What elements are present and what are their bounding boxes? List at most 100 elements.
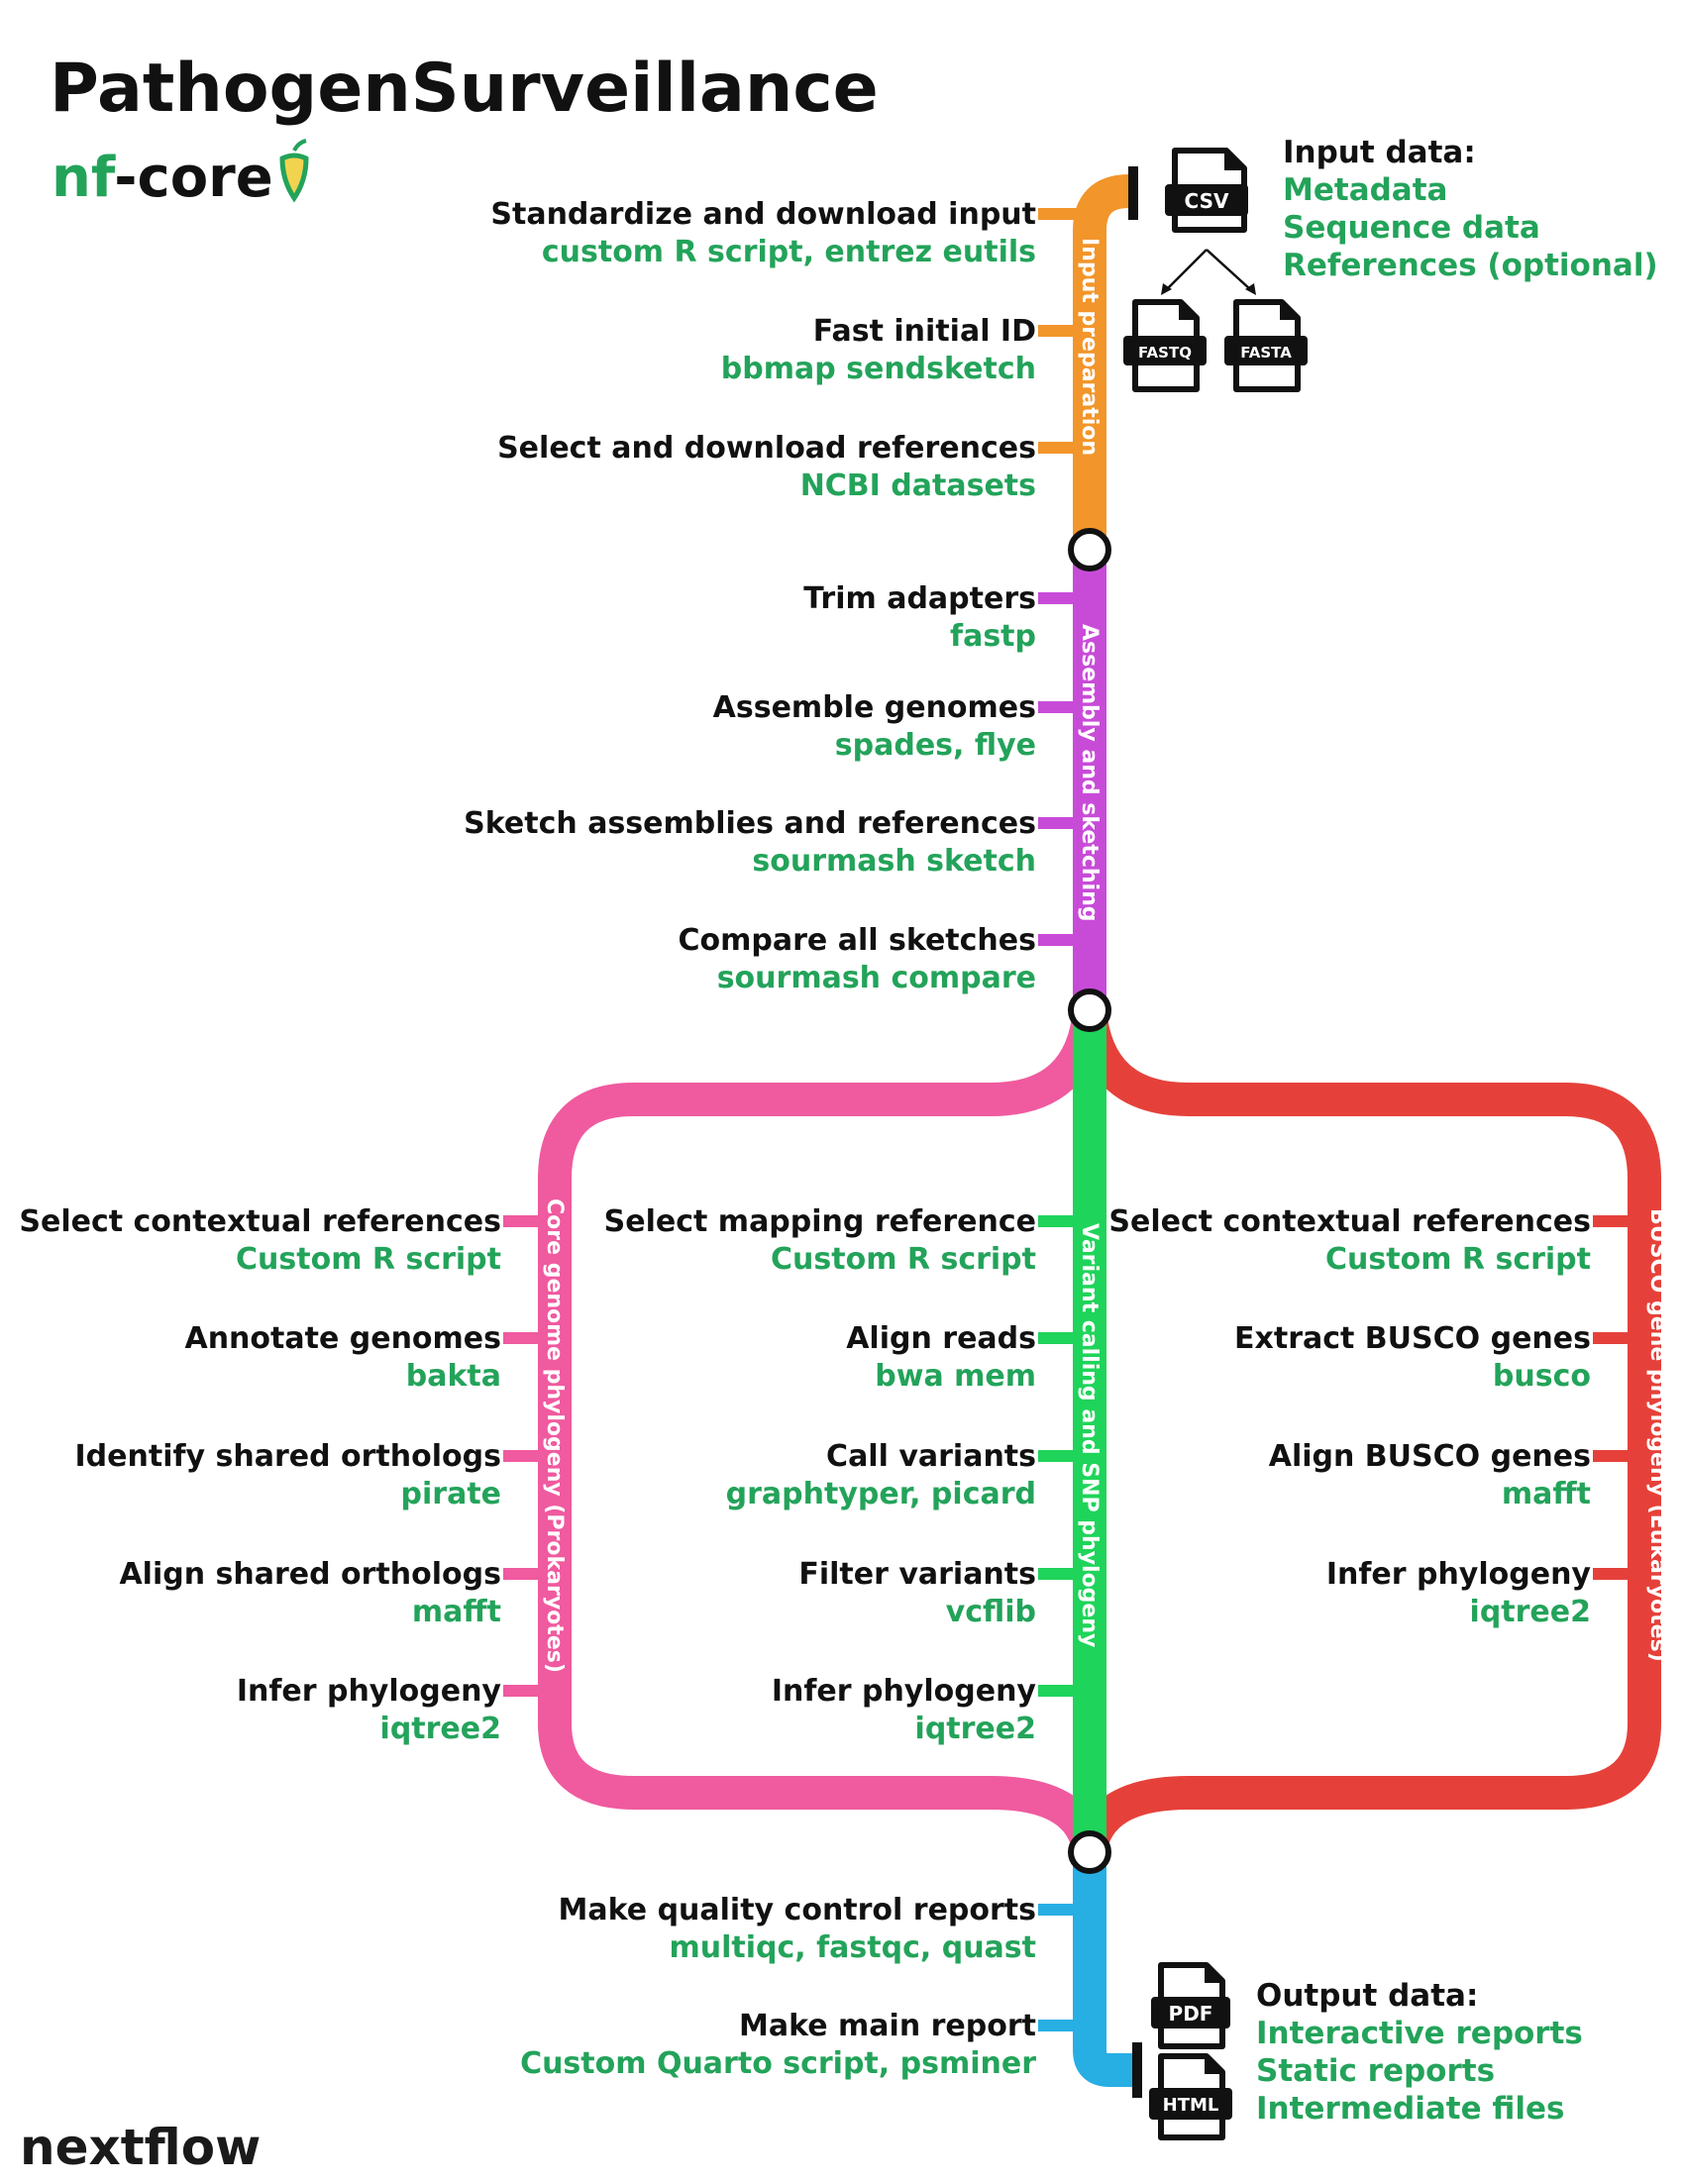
line-reporting	[1073, 1852, 1139, 2087]
step-tick-variant	[1038, 1332, 1078, 1344]
step-tool-variant: Custom R script	[771, 1242, 1036, 1277]
nf-core-logo-prefix: nf	[52, 146, 116, 210]
step-tick-reporting	[1038, 1904, 1078, 1916]
step-tool-core: iqtree2	[380, 1712, 501, 1746]
step-label-assembly: Compare all sketches	[679, 923, 1036, 958]
step-tool-core: pirate	[401, 1477, 501, 1511]
output-data-heading: Output data:	[1256, 1978, 1478, 2014]
step-tool-assembly: spades, flye	[835, 728, 1036, 763]
step-tick-busco	[1593, 1332, 1632, 1344]
step-tick-core	[503, 1568, 543, 1580]
csv-file-label: CSV	[1185, 189, 1229, 213]
step-label-core: Annotate genomes	[184, 1321, 501, 1356]
input-terminal	[1128, 166, 1138, 220]
step-tick-core	[503, 1685, 543, 1697]
html-file-icon: HTML	[1149, 2053, 1232, 2140]
step-tool-assembly: sourmash sketch	[752, 844, 1036, 879]
output-terminal	[1132, 2042, 1142, 2098]
input-data-heading: Input data:	[1283, 135, 1476, 170]
step-label-busco: Infer phylogeny	[1326, 1557, 1592, 1592]
line-core-genome	[538, 1007, 1106, 1856]
step-tool-assembly: fastp	[950, 619, 1036, 654]
step-label-input_prep: Standardize and download input	[490, 197, 1036, 232]
step-tool-reporting: multiqc, fastqc, quast	[670, 1930, 1037, 1965]
step-label-reporting: Make main report	[739, 2009, 1036, 2043]
pdf-file-label: PDF	[1169, 2002, 1213, 2026]
step-tick-input_prep	[1038, 208, 1078, 220]
section-label-busco: BUSCO gene phylogeny (Eukaryotes)	[1645, 1208, 1670, 1662]
step-tool-input_prep: custom R script, entrez eutils	[542, 235, 1036, 269]
step-label-variant: Infer phylogeny	[772, 1674, 1037, 1709]
section-label-core: Core genome phylogeny (Prokaryotes)	[542, 1198, 567, 1673]
step-label-variant: Filter variants	[798, 1557, 1036, 1592]
step-tool-busco: iqtree2	[1470, 1595, 1591, 1629]
fasta-file-icon: FASTA	[1224, 299, 1308, 392]
fasta-file-label: FASTA	[1240, 344, 1292, 362]
step-tick-core	[503, 1450, 543, 1462]
step-tick-input_prep	[1038, 325, 1078, 337]
step-label-core: Infer phylogeny	[237, 1674, 502, 1709]
step-tick-variant	[1038, 1568, 1078, 1580]
step-tool-core: bakta	[406, 1359, 501, 1394]
input-data-item: References (optional)	[1283, 248, 1658, 283]
step-label-busco: Align BUSCO genes	[1269, 1439, 1591, 1474]
step-tick-variant	[1038, 1450, 1078, 1462]
nextflow-logo: nextflow	[20, 2119, 261, 2176]
step-label-input_prep: Select and download references	[497, 431, 1036, 466]
step-tool-input_prep: bbmap sendsketch	[721, 352, 1036, 386]
svg-text:nextflow: nextflow	[20, 2119, 261, 2176]
step-label-assembly: Assemble genomes	[713, 690, 1036, 725]
step-tool-core: mafft	[412, 1595, 501, 1629]
output-data-item: Intermediate files	[1256, 2091, 1565, 2127]
junction-station	[1068, 1830, 1111, 1874]
arrowhead-left	[1161, 283, 1172, 295]
step-label-reporting: Make quality control reports	[559, 1893, 1036, 1927]
output-files: PDF HTML	[1149, 1962, 1232, 2140]
step-label-core: Select contextual references	[19, 1204, 501, 1239]
step-tool-variant: iqtree2	[915, 1712, 1036, 1746]
step-tool-busco: Custom R script	[1325, 1242, 1591, 1277]
step-tick-assembly	[1038, 592, 1078, 604]
step-tick-assembly	[1038, 934, 1078, 946]
output-data-item: Interactive reports	[1256, 2016, 1583, 2051]
step-tool-variant: graphtyper, picard	[726, 1477, 1036, 1511]
step-tick-core	[503, 1215, 543, 1227]
step-tool-input_prep: NCBI datasets	[800, 468, 1036, 503]
line-input-preparation	[1073, 174, 1134, 550]
step-label-core: Align shared orthologs	[119, 1557, 501, 1592]
step-tick-busco	[1593, 1450, 1632, 1462]
line-busco	[1073, 1007, 1661, 1856]
junction-station	[1068, 528, 1111, 572]
step-tool-assembly: sourmash compare	[717, 961, 1036, 995]
split-arrow	[1166, 249, 1251, 290]
nf-core-logo: nf-core	[52, 139, 309, 210]
fastq-file-label: FASTQ	[1138, 344, 1192, 362]
junction-station	[1068, 988, 1111, 1032]
step-tool-busco: busco	[1493, 1359, 1591, 1394]
html-file-label: HTML	[1163, 2095, 1219, 2116]
step-tick-input_prep	[1038, 442, 1078, 454]
step-label-input_prep: Fast initial ID	[813, 314, 1036, 349]
step-label-variant: Call variants	[826, 1439, 1036, 1474]
step-tick-variant	[1038, 1685, 1078, 1697]
csv-file-icon: CSV	[1165, 148, 1248, 233]
section-label-variant: Variant calling and SNP phylogeny	[1077, 1223, 1102, 1647]
step-tick-assembly	[1038, 701, 1078, 713]
step-label-variant: Align reads	[846, 1321, 1036, 1356]
step-tick-assembly	[1038, 817, 1078, 829]
svg-text:nf-core: nf-core	[52, 146, 273, 210]
step-label-assembly: Trim adapters	[803, 581, 1036, 616]
step-label-variant: Select mapping reference	[604, 1204, 1036, 1239]
step-tool-variant: vcflib	[946, 1595, 1036, 1629]
page-title: PathogenSurveillance	[50, 50, 879, 128]
input-data-item: Metadata	[1283, 172, 1447, 208]
step-tick-core	[503, 1332, 543, 1344]
step-label-assembly: Sketch assemblies and references	[464, 806, 1036, 841]
step-tool-variant: bwa mem	[875, 1359, 1036, 1394]
step-tool-core: Custom R script	[236, 1242, 501, 1277]
output-data-item: Static reports	[1256, 2053, 1495, 2089]
input-files: CSV FASTQ FASTA	[1123, 148, 1308, 392]
step-tool-reporting: Custom Quarto script, psminer	[520, 2046, 1036, 2081]
